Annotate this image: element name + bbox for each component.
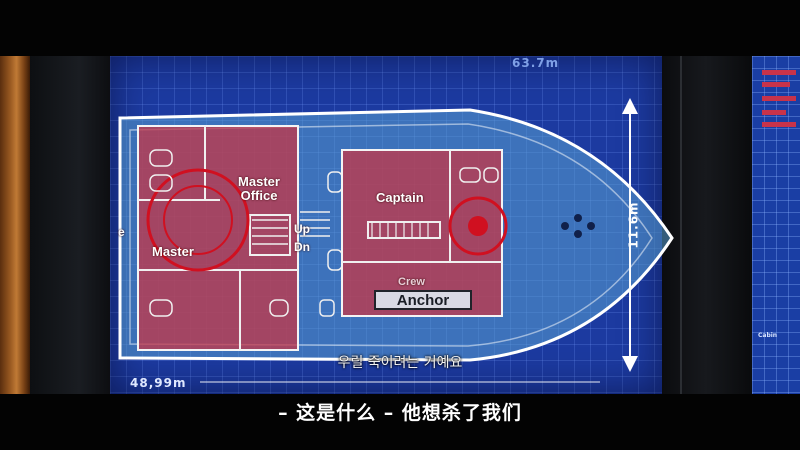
letterbox-bottom	[0, 394, 800, 450]
monitor-bezel-middle	[662, 56, 750, 394]
room-label-master-office: Master Office	[238, 174, 280, 203]
side-screen-row	[762, 122, 796, 127]
room-label-master: Master	[152, 244, 194, 259]
dimension-bottom-label: 48,99m	[130, 376, 187, 390]
side-screen-row	[762, 96, 796, 101]
hull-inner-line	[129, 123, 653, 347]
stair-label-down: Dn	[294, 240, 310, 254]
room-label-crew: Crew	[398, 276, 425, 288]
stair-label-up: Up	[294, 222, 310, 236]
side-screen-row	[762, 82, 790, 87]
dimension-side-label: 11.6m	[626, 201, 641, 249]
side-screen-label: Cabin	[758, 332, 778, 339]
subtitle-chinese: – 这是什么 – 他想杀了我们	[278, 402, 522, 424]
dimension-top-label: 63.7m	[512, 56, 560, 70]
side-screen-row	[762, 70, 796, 75]
anchor-label-box: Anchor	[374, 290, 472, 310]
side-screen-row	[762, 110, 786, 115]
wood-panel	[0, 56, 30, 394]
letterbox-top	[0, 0, 800, 56]
monitor-bezel-left	[30, 56, 112, 394]
cut-off-label: e	[118, 225, 125, 239]
room-label-captain: Captain	[376, 190, 424, 205]
subtitle-korean: 우릴 죽이려는 거예요	[337, 355, 463, 371]
side-screen: Cabin	[752, 56, 800, 394]
